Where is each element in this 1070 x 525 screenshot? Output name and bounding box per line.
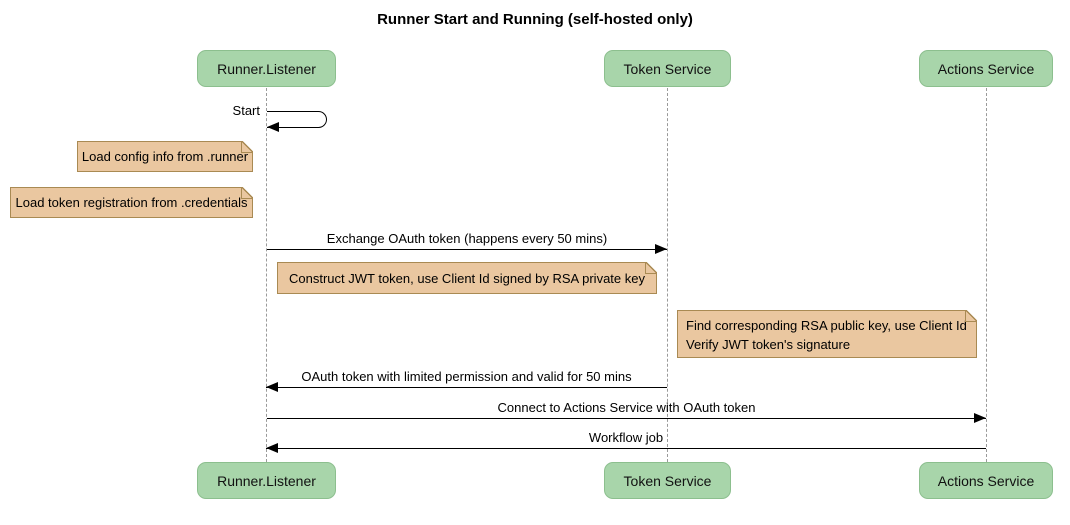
note-load-config: Load config info from .runner [77,141,253,172]
message-oauth-token-line [266,387,667,388]
note-construct-jwt: Construct JWT token, use Client Id signe… [277,262,657,294]
participant-label: Token Service [623,472,712,489]
arrowhead-left-icon [266,443,278,453]
note-load-token-registration: Load token registration from .credential… [10,187,253,218]
participant-actions-service-top: Actions Service [919,50,1053,87]
arrowhead-right-icon [974,413,986,423]
participant-actions-service-bottom: Actions Service [919,462,1053,499]
note-text: Construct JWT token, use Client Id signe… [289,270,645,286]
note-text: Load token registration from .credential… [15,195,248,210]
participant-label: Runner.Listener [217,60,316,77]
note-text-line2: Verify JWT token's signature [686,337,851,352]
arrowhead-right-icon [655,244,667,254]
participant-label: Actions Service [937,472,1035,489]
participant-label: Token Service [623,60,712,77]
participant-label: Actions Service [937,60,1035,77]
note-fold [965,310,977,322]
participant-token-service-bottom: Token Service [604,462,731,499]
message-exchange-oauth-line [267,249,667,250]
lifeline-runner-listener [266,88,267,462]
diagram-title: Runner Start and Running (self-hosted on… [377,11,693,28]
message-workflow-job-label: Workflow job [588,430,664,445]
message-connect-actions-label: Connect to Actions Service with OAuth to… [497,400,756,415]
participant-token-service-top: Token Service [604,50,731,87]
message-oauth-token-label: OAuth token with limited permission and … [301,369,632,384]
note-text: Load config info from .runner [81,149,249,164]
arrowhead-left-icon [266,382,278,392]
note-fold [241,187,253,199]
message-connect-actions-line [267,418,986,419]
message-exchange-oauth-label: Exchange OAuth token (happens every 50 m… [326,231,608,246]
participant-runner-listener-top: Runner.Listener [197,50,336,87]
participant-label: Runner.Listener [217,472,316,489]
note-fold [241,141,253,153]
participant-runner-listener-bottom: Runner.Listener [197,462,336,499]
lifeline-token-service [667,88,668,462]
lifeline-actions-service [986,88,987,462]
message-start-self-loop [267,111,327,128]
note-verify-jwt: Find corresponding RSA public key, use C… [677,310,977,358]
message-start-label: Start [232,103,260,118]
message-workflow-job-line [266,448,986,449]
note-text-line1: Find corresponding RSA public key, use C… [686,318,967,333]
note-fold [645,262,657,274]
arrowhead-left-icon [267,122,279,132]
